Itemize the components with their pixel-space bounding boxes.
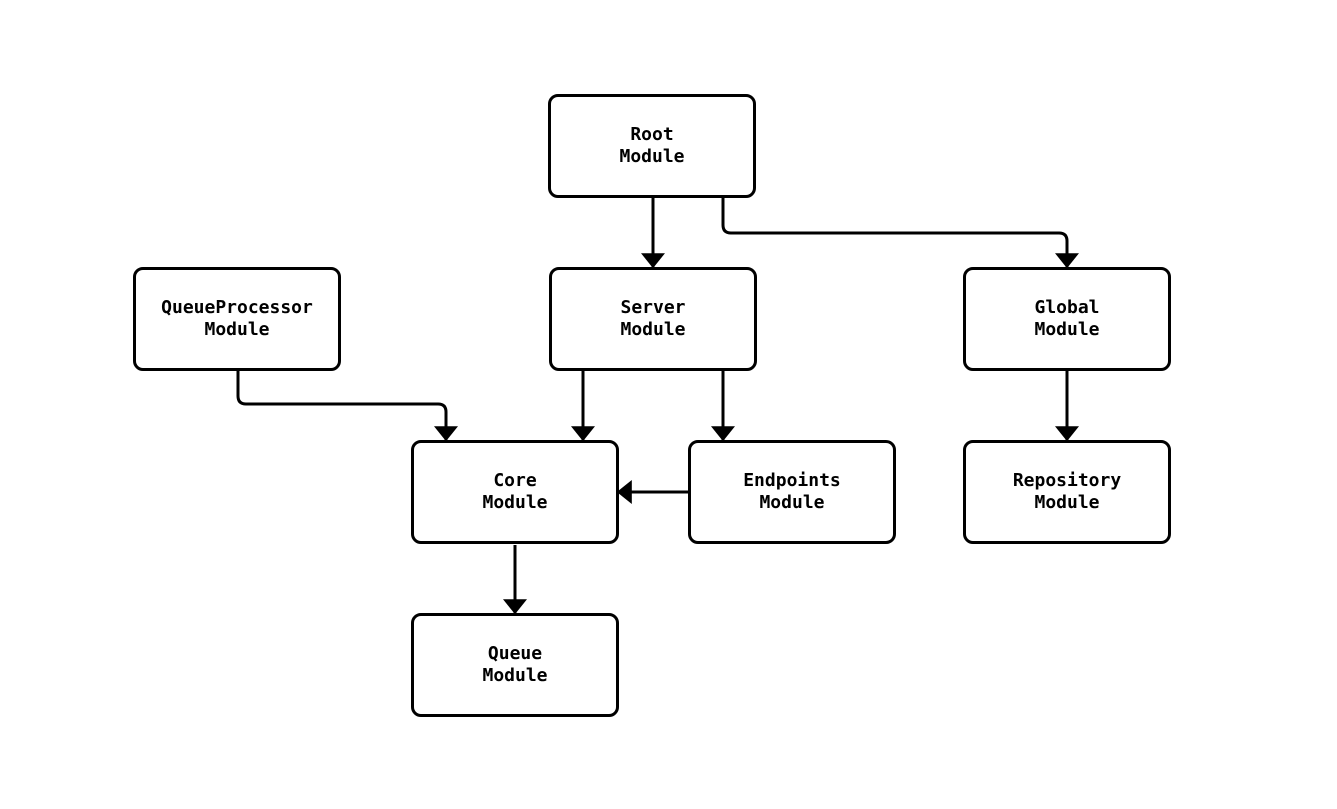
node-label-server: Server Module <box>620 297 686 340</box>
node-label-endpoints: Endpoints Module <box>743 470 841 513</box>
node-endpoints: Endpoints Module <box>688 440 896 544</box>
node-label-root: Root Module <box>619 124 685 167</box>
node-server: Server Module <box>549 267 757 371</box>
node-label-queueprocessor: QueueProcessor Module <box>161 297 313 340</box>
node-label-core: Core Module <box>482 470 548 513</box>
node-label-global: Global Module <box>1034 297 1100 340</box>
edge-root-to-global <box>721 198 1079 269</box>
node-label-repository: Repository Module <box>1012 470 1122 513</box>
node-queue: Queue Module <box>411 613 619 717</box>
node-root: Root Module <box>548 94 756 198</box>
edge-queueprocessor-to-core <box>236 371 458 442</box>
node-queueprocessor: QueueProcessor Module <box>133 267 341 371</box>
node-global: Global Module <box>963 267 1171 371</box>
node-label-queue: Queue Module <box>482 643 548 686</box>
node-repository: Repository Module <box>963 440 1171 544</box>
node-core: Core Module <box>411 440 619 544</box>
